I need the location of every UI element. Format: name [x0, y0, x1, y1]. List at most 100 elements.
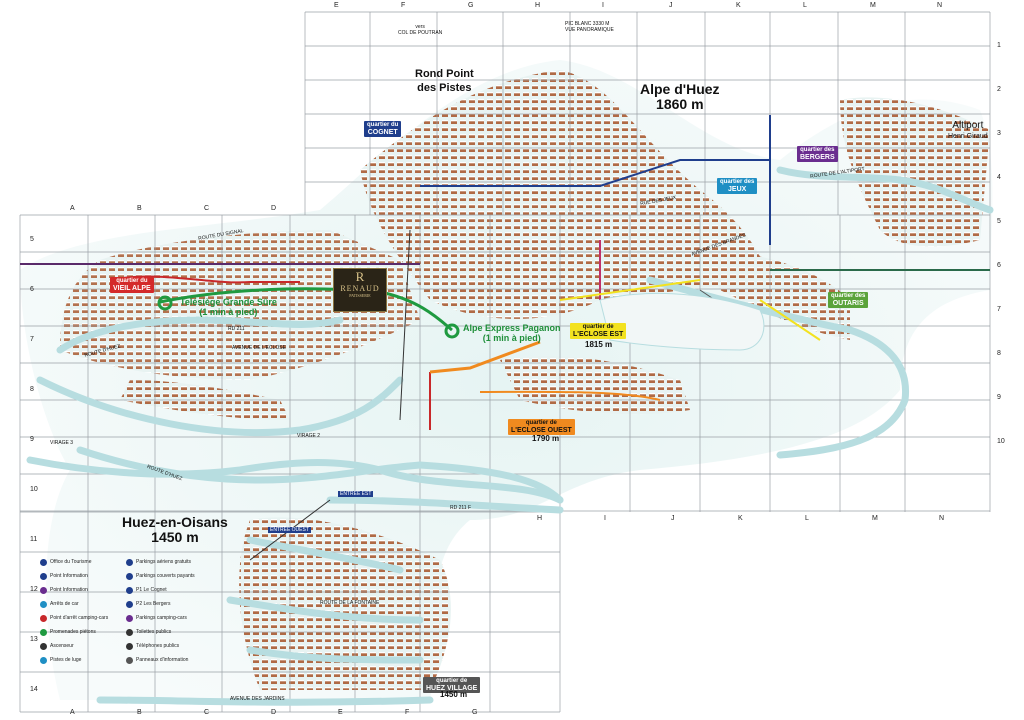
grid-label: 2 — [997, 86, 1001, 93]
grid-label: L — [803, 2, 807, 9]
grid-label: 13 — [30, 636, 38, 643]
legend-icon — [126, 600, 133, 608]
grid-label: A — [70, 205, 75, 212]
legend-icon — [126, 572, 133, 580]
grid-label: 5 — [997, 218, 1001, 225]
building-zones — [60, 70, 990, 690]
grid-label: 4 — [997, 174, 1001, 181]
grid-label: K — [736, 2, 741, 9]
legend-icon — [40, 614, 47, 622]
altiport-name: Altiport — [952, 120, 984, 131]
grid-label: D — [271, 205, 277, 212]
quartier-outaris-small: quartier des — [831, 293, 866, 299]
col-label: vers COL DE POUTRAN — [398, 24, 442, 36]
rond-point-label: Rond Point des Pistes — [415, 67, 474, 95]
alpe-express-label: Alpe Express Paganon (1 min à pied) — [463, 323, 561, 343]
alpe-dhuez-label: Alpe d'Huez 1860 m — [640, 82, 720, 112]
grid-label: 14 — [30, 686, 38, 693]
grid-label: M — [872, 515, 878, 522]
grid-label: 10 — [997, 438, 1005, 445]
grid-label: 6 — [30, 286, 34, 293]
grid-label: C — [204, 709, 210, 716]
huez-alt: 1450 m — [151, 529, 199, 545]
grid-label: E — [338, 709, 343, 716]
quartier-vieil-alpe-small: quartier du — [116, 278, 148, 284]
grid-label: 7 — [30, 336, 34, 343]
grid-label: 9 — [30, 436, 34, 443]
legend-label: Arrêts de car — [50, 601, 79, 607]
grid-label: 12 — [30, 586, 38, 593]
grid-label: 8 — [30, 386, 34, 393]
grid-label: B — [137, 205, 142, 212]
quartier-eclose-ouest-name: L'ECLOSE OUEST — [511, 427, 572, 434]
quartier-bergers-name: BERGERS — [800, 154, 835, 161]
legend-item: Panneaux d'information — [126, 653, 236, 667]
pic-blanc-line2: VUE PANORAMIQUE — [565, 27, 614, 33]
grid-label: 3 — [997, 130, 1001, 137]
legend-item: Point d'arrêt camping-cars — [40, 611, 135, 625]
legend-icon — [126, 558, 133, 566]
quartier-eclose-est-name: L'ECLOSE EST — [573, 331, 624, 338]
quartier-huez-village-name: HUEZ VILLAGE — [426, 685, 478, 692]
legend-label: Ascenseur — [50, 643, 74, 649]
telesiege-label: Telésiège Grande Sûre (1 min à pied) — [180, 297, 277, 317]
grid-label: B — [137, 709, 142, 716]
alt-eclose-est: 1815 m — [585, 340, 613, 349]
legend-item: Arrêts de car — [40, 597, 135, 611]
rond-point-line2: des Pistes — [417, 82, 472, 94]
alpe-express-line2: (1 min à pied) — [482, 333, 541, 343]
legend-label: P1 Le Cognet — [136, 587, 167, 593]
pic-blanc-line1: PIC BLANC 3330 M — [565, 21, 610, 27]
grid-label: 11 — [30, 536, 38, 543]
alpe-express-line1: Alpe Express Paganon — [463, 323, 561, 333]
grid-label: I — [602, 2, 604, 9]
grid-label: H — [537, 515, 543, 522]
renaud-logo[interactable]: R RENAUD PATISSERIE — [333, 268, 387, 312]
grid-label: K — [738, 515, 743, 522]
quartier-vieil-alpe-name: VIEIL ALPE — [113, 285, 151, 292]
logo-name: RENAUD — [340, 284, 380, 293]
legend-label: Point Information — [50, 587, 88, 593]
legend-icon — [40, 600, 47, 608]
alpe-express-marker-icon[interactable] — [444, 323, 460, 339]
legend-item: Toilettes publics — [126, 625, 236, 639]
legend-label: P2 Les Bergers — [136, 601, 171, 607]
grid-label: A — [70, 709, 75, 716]
alt-eclose-ouest: 1790 m — [532, 434, 560, 443]
legend-item: Point Information — [40, 583, 135, 597]
huez-en-oisans-label: Huez-en-Oisans 1450 m — [122, 515, 228, 545]
grid-label: G — [472, 709, 478, 716]
legend-item: Point Information — [40, 569, 135, 583]
legend-item: Ascenseur — [40, 639, 135, 653]
legend-item: Promenades piétons — [40, 625, 135, 639]
virage-2: VIRAGE 2 — [297, 433, 321, 439]
legend-item: Téléphones publics — [126, 639, 236, 653]
legend-icon — [126, 656, 133, 664]
pic-blanc-label: PIC BLANC 3330 M VUE PANORAMIQUE — [565, 21, 614, 33]
quartier-outaris-name: OUTARIS — [832, 300, 864, 307]
legend-icon — [40, 572, 47, 580]
quartier-huez-village-small: quartier de — [436, 678, 468, 684]
grid-label: C — [204, 205, 210, 212]
altiport-label: Altiport Henri Giraud — [948, 120, 988, 142]
grid-label: 9 — [997, 394, 1001, 401]
telesiege-line1: Telésiège Grande Sûre — [180, 297, 277, 307]
grid-label: J — [671, 515, 675, 522]
legend-icon — [126, 614, 133, 622]
legend-item: P1 Le Cognet — [126, 583, 236, 597]
telesiege-marker-icon[interactable] — [157, 295, 173, 311]
telesiege-line2: (1 min à pied) — [199, 307, 258, 317]
entree-est: ENTRÉE EST — [338, 491, 374, 497]
